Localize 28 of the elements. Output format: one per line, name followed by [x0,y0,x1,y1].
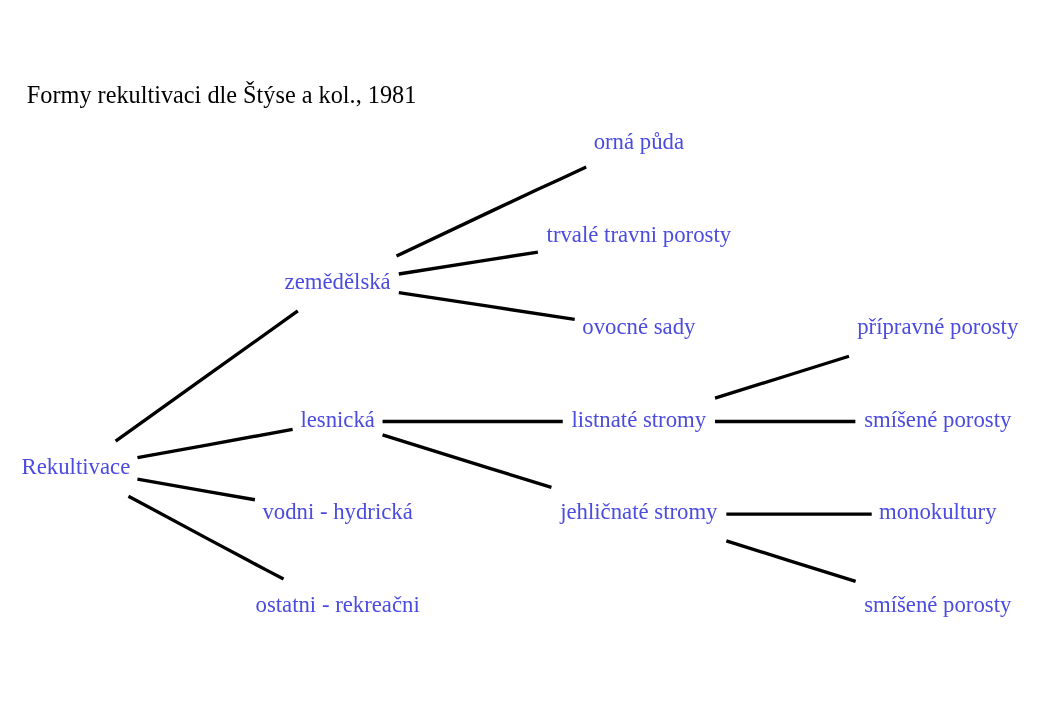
node-text: smíšené porosty [864,406,1012,432]
connector [114,309,299,443]
connector [137,477,256,502]
node-text: zemědělská [284,268,391,294]
connector [395,165,587,258]
node-text: lesnická [300,406,375,432]
connector [382,433,552,489]
connector [398,290,575,322]
node-text: monokultury [878,499,997,525]
connector [127,494,285,581]
node-text: přípravné porosty [857,314,1019,340]
node-text: jehličnaté stromy [560,499,718,525]
node-text: trvalé travni porosty [546,221,732,247]
connector [714,354,850,400]
node-text: smíšené porosty [864,591,1012,617]
node-text: listnaté stromy [571,406,707,432]
node-text: vodni - hydrická [262,499,413,525]
diagram-title: Formy rekultivaci dle Štýse a kol., 1981 [26,80,417,108]
node-text: orná půda [593,129,685,155]
node-text: ovocné sady [582,314,696,340]
connector [398,250,539,276]
connector [725,539,857,583]
node-text: Rekultivace [21,453,131,479]
connector [382,419,563,424]
connector [137,427,293,460]
connector [726,512,872,516]
node-text: ostatni - rekreačni [255,591,420,617]
connector [715,419,856,424]
